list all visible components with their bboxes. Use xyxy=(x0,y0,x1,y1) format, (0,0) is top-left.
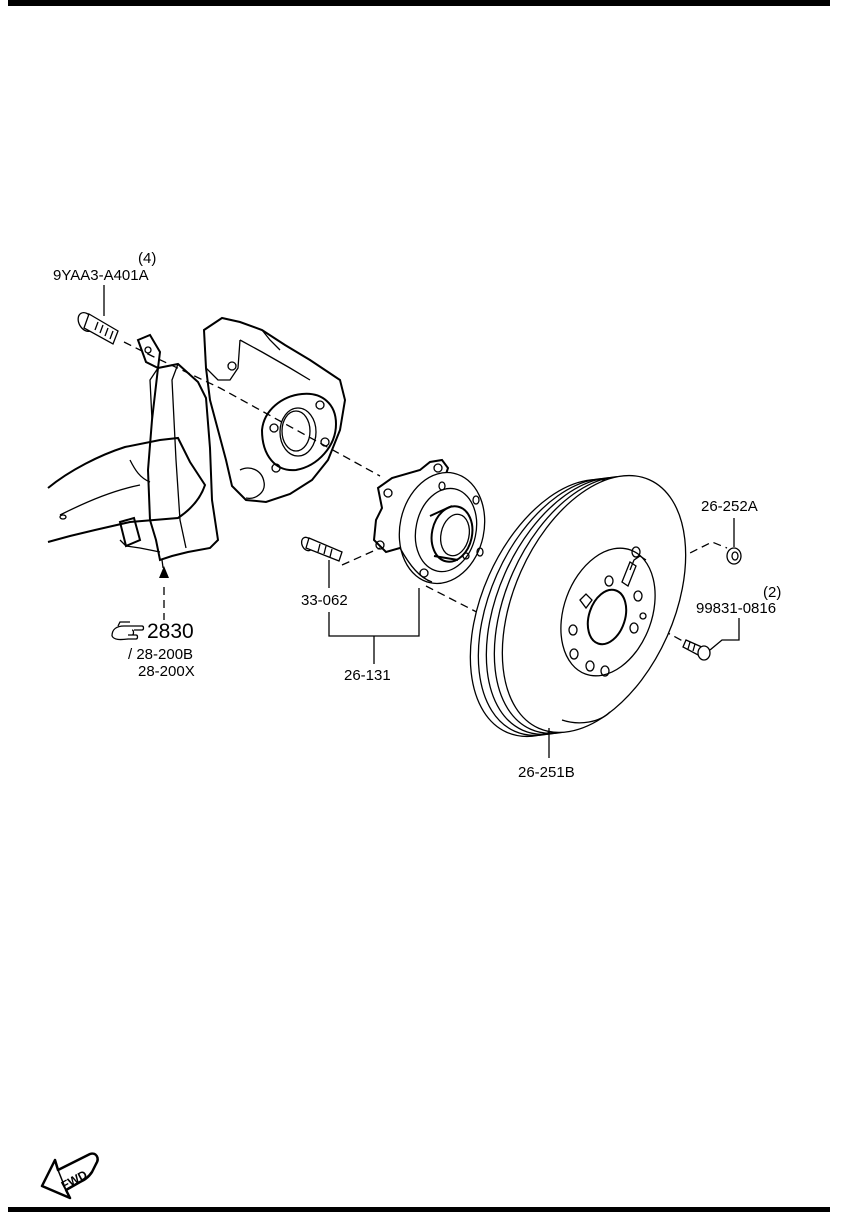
disc-screw xyxy=(682,639,711,661)
knuckle-bolt xyxy=(77,312,119,345)
bolt-qty-label: (4) xyxy=(138,250,156,267)
pointing-hand-icon xyxy=(111,621,145,641)
ref-arrow-head xyxy=(159,566,169,578)
bolt-part-label: 9YAA3-A401A xyxy=(53,267,149,284)
hub-nut xyxy=(726,547,742,565)
ref-number-label: 2830 xyxy=(147,620,194,643)
brake-disc-drawing xyxy=(469,474,687,738)
disc-part-label: 26-251B xyxy=(518,764,575,781)
screw-part-label: 99831-0816 xyxy=(696,600,776,617)
hub-bolt xyxy=(300,536,343,562)
fwd-arrow-icon xyxy=(40,1152,99,1200)
nut-part-label: 26-252A xyxy=(701,498,758,515)
ref-sub1-label: / 28-200B xyxy=(128,646,193,663)
bottom-border xyxy=(8,1207,830,1212)
hub-bearing-drawing xyxy=(372,458,486,585)
top-border xyxy=(8,0,830,6)
hub-bolt-part-label: 33-062 xyxy=(301,592,348,609)
screw-leader xyxy=(709,618,740,651)
ref-sub2-label: 28-200X xyxy=(138,663,195,680)
hub-assembly-part-label: 26-131 xyxy=(344,667,391,684)
screw-qty-label: (2) xyxy=(763,584,781,601)
knuckle-drawing xyxy=(47,316,347,562)
